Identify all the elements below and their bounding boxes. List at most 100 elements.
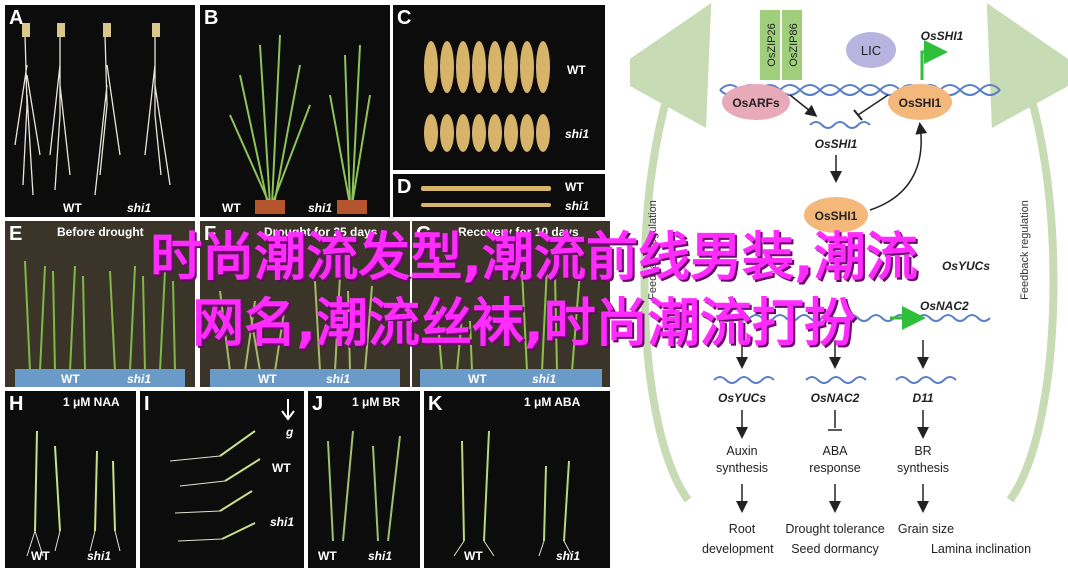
osshi1-protein-node xyxy=(888,84,952,120)
panel-k: K 1 μM ABA WT shi1 xyxy=(424,391,610,568)
osyucs-fragment: OsYUCs xyxy=(942,259,990,273)
panel-j: J 1 μM BR WT shi1 xyxy=(308,391,420,568)
gravitropism-image xyxy=(169,399,295,542)
outcome-br-line2: Lamina inclination xyxy=(931,542,1031,556)
panel-j-title: 1 μM BR xyxy=(352,395,401,409)
br-seedlings-image xyxy=(327,430,401,542)
panel-i: I g WT shi1 xyxy=(140,391,304,568)
outcome-aba-line2: Seed dormancy xyxy=(791,542,879,556)
oszip26-label: OsZIP26 xyxy=(766,23,778,66)
panel-i-shi1-label: shi1 xyxy=(270,515,295,529)
panel-b: B WT shi1 xyxy=(200,5,390,217)
panel-k-label: K xyxy=(428,393,443,415)
panel-b-wt-label: WT xyxy=(222,201,241,215)
naa-seedlings-image xyxy=(26,430,121,557)
panel-g-label: G xyxy=(416,223,432,245)
panel-e-wt-label: WT xyxy=(61,372,80,386)
before-drought-image xyxy=(15,260,185,387)
panel-f-title: Drought for 25 days xyxy=(264,225,378,239)
feedback-arrow-left xyxy=(630,2,712,503)
panel-d-shi1-label: shi1 xyxy=(565,199,590,213)
panel-f-shi1-label: shi1 xyxy=(326,372,351,386)
panel-h-title: 1 μM NAA xyxy=(63,395,120,409)
panel-a-wt-label: WT xyxy=(63,201,82,215)
panel-d-label: D xyxy=(397,176,412,198)
panel-a-shi1-label: shi1 xyxy=(127,201,152,215)
recovery-image xyxy=(420,265,602,387)
panel-a-label: A xyxy=(9,7,24,29)
panel-h-shi1-label: shi1 xyxy=(87,549,112,563)
root-seedlings-image xyxy=(14,23,171,196)
process-auxin-line2: synthesis xyxy=(716,461,768,475)
panel-g-title: Recovery for 10 days xyxy=(458,225,579,239)
process-aba-line1: ABA xyxy=(822,444,848,458)
panel-i-gravity-label: g xyxy=(286,425,294,439)
grains-image xyxy=(424,41,550,152)
panel-h-wt-label: WT xyxy=(31,549,50,563)
panel-f-wt-label: WT xyxy=(258,372,277,386)
osshi1-mrna xyxy=(809,121,871,129)
target-gene-osnac2: OsNAC2 xyxy=(811,391,860,405)
osarfs-label: OsARFs xyxy=(732,96,780,110)
panel-c: C WT shi1 xyxy=(393,5,605,170)
process-br-line1: BR xyxy=(914,444,931,458)
panel-h-label: H xyxy=(9,393,24,415)
grain-rows-image xyxy=(421,186,551,207)
panel-j-wt-label: WT xyxy=(318,549,337,563)
osshi1-center-node xyxy=(804,197,868,233)
process-br-line2: synthesis xyxy=(897,461,949,475)
panel-d-wt-label: WT xyxy=(565,180,584,194)
panel-j-label: J xyxy=(312,393,324,415)
panel-f: F Drought for 25 days WT shi1 xyxy=(200,221,410,387)
osarfs-node xyxy=(722,84,790,120)
overlay-headline-line1: 时尚潮流发型,潮流前线男装,潮流 xyxy=(150,228,918,288)
oszip86-box xyxy=(782,10,802,80)
drought-image xyxy=(210,275,400,387)
panel-j-shi1-label: shi1 xyxy=(368,549,393,563)
panel-d: D WT shi1 xyxy=(393,174,605,217)
panel-g-wt-label: WT xyxy=(468,372,487,386)
target-gene-osyucs: OsYUCs xyxy=(718,391,766,405)
outcome-root-line1: Root xyxy=(729,522,756,536)
panel-a: A WT shi1 xyxy=(5,5,195,217)
oszip86-label: OsZIP86 xyxy=(788,23,800,66)
panel-k-shi1-label: shi1 xyxy=(556,549,581,563)
panel-i-label: I xyxy=(144,393,150,415)
overlay-headline-line2: 网名,潮流丝袜,时尚潮流打扮 xyxy=(192,294,856,354)
lic-label: LIC xyxy=(861,43,881,58)
panel-g-shi1-label: shi1 xyxy=(532,372,557,386)
process-aba-line2: response xyxy=(809,461,860,475)
target-gene-d11: D11 xyxy=(912,391,933,405)
lic-node xyxy=(846,32,896,68)
mature-plants-image xyxy=(229,34,371,214)
outcome-root-line2: development xyxy=(702,542,774,556)
panel-k-wt-label: WT xyxy=(464,549,483,563)
outcome-br-line1: Grain size xyxy=(898,522,954,536)
panel-f-label: F xyxy=(204,223,217,245)
osnac2-fragment: OsNAC2 xyxy=(920,299,969,313)
panel-b-shi1-label: shi1 xyxy=(308,201,333,215)
process-auxin-line1: Auxin xyxy=(726,444,757,458)
panel-h: H 1 μM NAA WT shi1 xyxy=(5,391,136,568)
osshi1-gene-label: OsSHI1 xyxy=(815,137,858,151)
transcription-start-arrow xyxy=(920,40,948,80)
osshi1-center-label: OsSHI1 xyxy=(815,209,858,223)
panel-b-label: B xyxy=(204,7,219,29)
panel-e-title: Before drought xyxy=(57,225,144,239)
panel-c-wt-label: WT xyxy=(567,63,586,77)
panel-k-title: 1 μM ABA xyxy=(524,395,581,409)
regulation-diagram: Feedback regulation Feedback regulation … xyxy=(630,2,1068,556)
panel-i-wt-label: WT xyxy=(272,461,291,475)
feedback-label-left: Feedback regulation xyxy=(647,200,659,300)
feedback-label-right: Feedback regulation xyxy=(1019,200,1031,300)
feedback-arrow-right xyxy=(986,2,1068,503)
panel-c-shi1-label: shi1 xyxy=(565,127,590,141)
outcome-aba-line1: Drought tolerance xyxy=(785,522,884,536)
osshi1-protein-label: OsSHI1 xyxy=(899,96,942,110)
panel-e: E Before drought WT shi1 xyxy=(5,221,195,387)
osshi1-gene-top-label: OsSHI1 xyxy=(921,29,964,43)
aba-seedlings-image xyxy=(453,430,573,557)
oszip26-box xyxy=(760,10,780,80)
panel-e-shi1-label: shi1 xyxy=(127,372,152,386)
panel-g: G Recovery for 10 days WT shi1 xyxy=(412,221,610,387)
